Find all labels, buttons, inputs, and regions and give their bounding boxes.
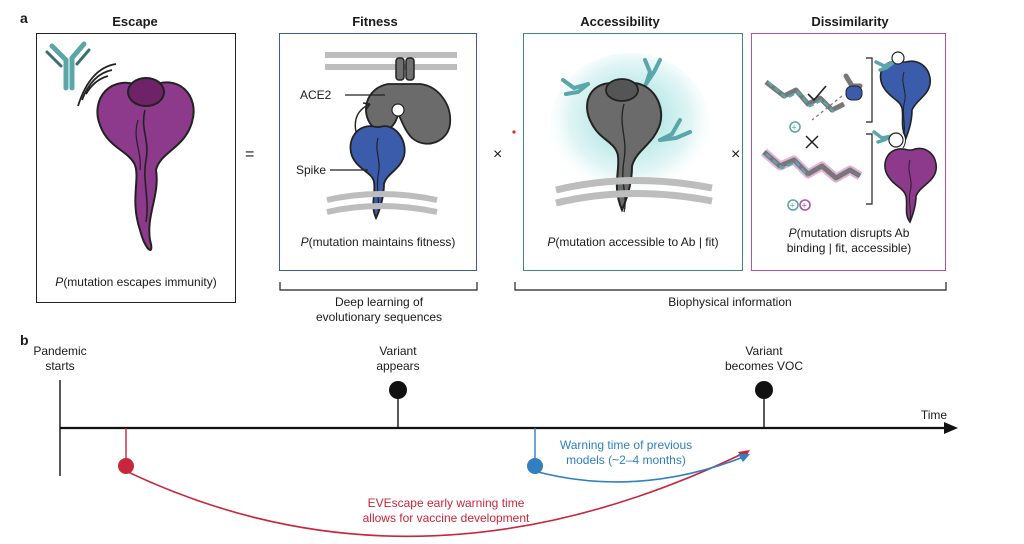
dissim-bracket-bottom [866,133,873,205]
header-dissimilarity: Dissimilarity [811,14,889,29]
accessibility-box [523,33,743,271]
voc-marker [755,381,773,399]
previous-warning-arc [537,455,747,483]
fitness-bottom-membrane-icon [326,191,438,215]
spike-label: Spike [296,163,327,177]
dissimilarity-box [751,33,946,271]
header-accessibility: Accessibility [580,14,660,29]
eve-warning-arc [127,451,747,538]
dissim-blue-spike-icon [879,60,931,140]
dissimilarity-caption: P(mutation disrupts Ab binding | fit, ac… [786,226,912,255]
previous-models-marker [527,458,543,474]
dissim-epitope-top-icon: + [764,80,846,133]
fitness-box [279,33,477,271]
svg-text:+: + [790,201,795,211]
accessibility-caption: P(mutation accessible to Ab | fit) [547,235,719,249]
times-sign-1: × [493,146,503,163]
biophysical-label: Biophysical information [668,295,792,309]
fitness-top-membrane-icon [325,52,457,70]
dissim-purple-spike-icon [884,147,937,224]
variant-appears-marker [389,381,407,399]
dissim-antibody-b-icon [872,130,906,149]
fitness-caption: P(mutation maintains fitness) [300,235,456,249]
escape-caption: P(mutation escapes immunity) [55,275,217,289]
time-axis-label: Time [920,408,948,422]
repel-arcs-icon [77,63,117,107]
biophysical-bracket [514,282,947,291]
equals-sign: = [245,146,255,163]
cross-mark-icon [805,135,819,149]
ace2-label: ACE2 [300,88,332,102]
accessibility-antibody-right-icon [658,118,692,142]
accessibility-spike-icon [586,78,663,213]
deep-learning-bracket [279,282,478,291]
dissim-antibody-a-icon [874,51,905,72]
dissim-dashed-link [811,95,843,121]
svg-text:+: + [792,123,797,133]
escape-antibody-icon [45,41,91,91]
time-axis-arrowhead [944,422,958,434]
times-sign-2: × [731,146,741,163]
accessibility-membrane-icon [555,176,713,207]
dissim-antibody-top-icon [843,73,863,101]
dissim-epitope-bottom-icon: + + [761,148,863,211]
escape-spike-icon [96,77,195,252]
dissim-bracket-top [866,57,873,123]
check-mark-icon [807,85,827,102]
header-escape: Escape [112,14,158,29]
accessibility-antibody-left-icon [561,78,590,96]
accessibility-antibody-top-icon [643,58,662,86]
stray-dot [512,130,516,134]
eve-marker [118,458,134,474]
escape-box [36,33,236,303]
panel-label-b: b [20,332,29,348]
previous-arrowhead [738,454,750,462]
header-fitness: Fitness [352,14,398,29]
svg-text:+: + [802,201,807,211]
binding-arrow-icon [354,102,371,133]
panel-label-a: a [20,10,28,26]
